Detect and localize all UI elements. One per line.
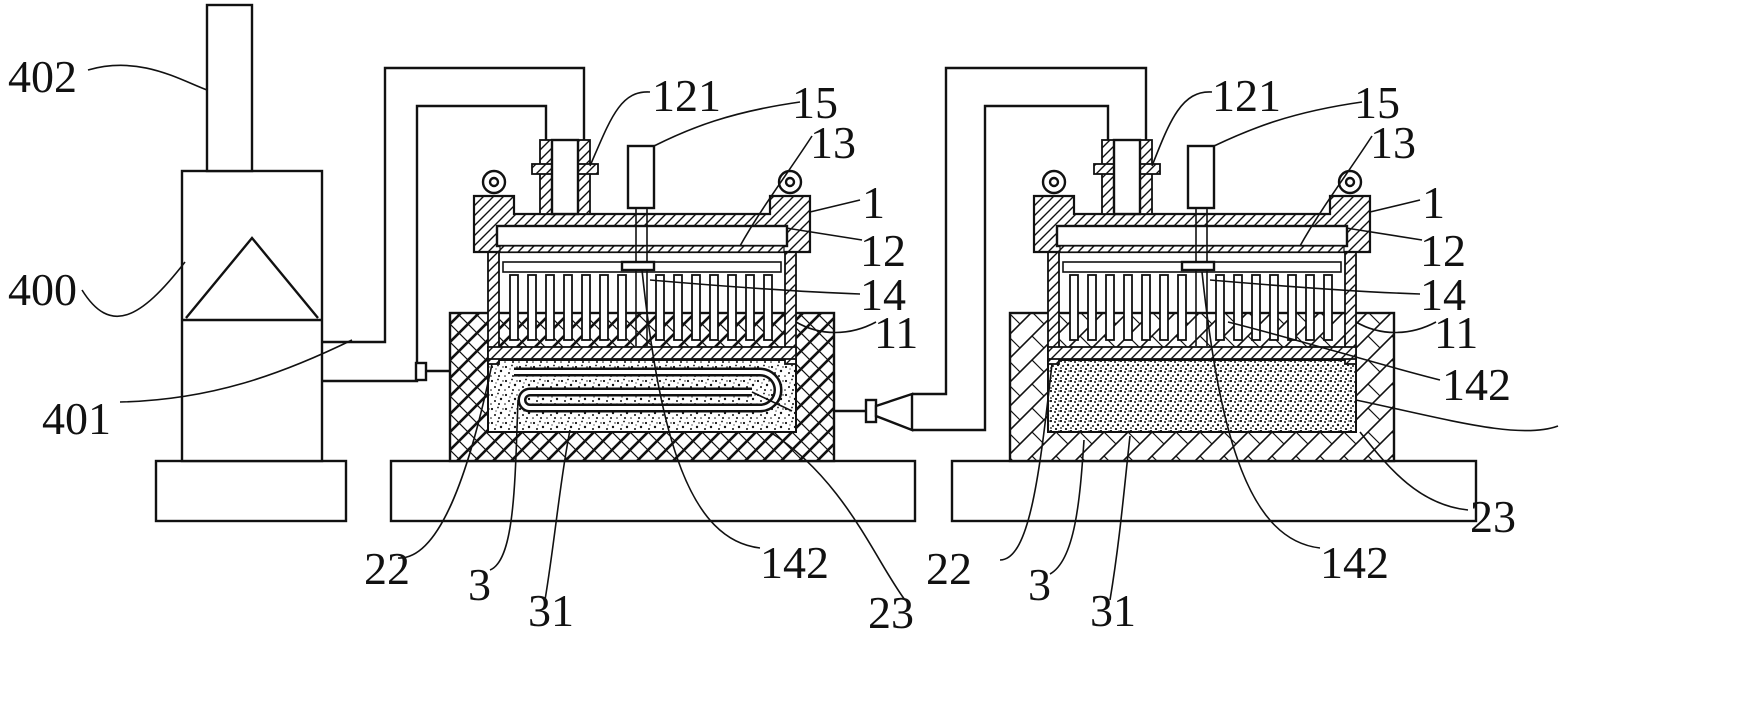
label-unit2-23: 23: [1470, 491, 1516, 542]
label-unit1-31: 31: [528, 585, 574, 636]
unit-1-inlet-collar: [531, 138, 599, 216]
label-unit2-13: 13: [1370, 117, 1416, 168]
pipe-inner-2: [912, 104, 1110, 432]
pipe-inner-1: [415, 104, 548, 368]
pipe-outer-1: [322, 66, 586, 344]
unit-2-tank-floor: [1047, 346, 1357, 360]
label-unit1-3: 3: [468, 559, 491, 610]
label-unit2-15: 15: [1354, 77, 1400, 128]
unit-2-mesh-plate: [1059, 245, 1345, 253]
connector-funnel: [874, 392, 914, 432]
label-unit2-3: 3: [1028, 559, 1051, 610]
label-unit1-23: 23: [868, 587, 914, 638]
tower-body: [180, 169, 324, 463]
label-unit1-12: 12: [860, 225, 906, 276]
unit-1-probe-15: [626, 144, 656, 210]
label-unit2-121: 121: [1212, 70, 1281, 121]
pipe-outer-2: [912, 66, 1148, 396]
unit-2-base: [950, 459, 1478, 523]
labels: 402 400 401 121 15 13 1 12 14 11 22 3 31…: [8, 51, 1516, 638]
label-unit1-121: 121: [652, 70, 721, 121]
label-unit1-13: 13: [810, 117, 856, 168]
tower-triangle: [185, 236, 319, 319]
unit-1-tank-floor: [487, 346, 797, 360]
label-unit2-12: 12: [1420, 225, 1466, 276]
label-unit1-1: 1: [862, 177, 885, 228]
label-unit2-142-right: 142: [1442, 359, 1511, 410]
label-unit2-142: 142: [1320, 537, 1389, 588]
label-unit1-22: 22: [364, 543, 410, 594]
exhaust-stack-402: [205, 3, 254, 173]
label-unit2-1: 1: [1422, 177, 1445, 228]
unit-1: [389, 138, 917, 523]
leader-lines: [81, 64, 1559, 601]
tower-400: [154, 3, 348, 523]
unit-2: [950, 138, 1478, 523]
label-401: 401: [42, 393, 111, 444]
unit-2-probe-15: [1186, 144, 1216, 210]
unit-1-mesh-plate: [499, 245, 785, 253]
label-unit1-15: 15: [792, 77, 838, 128]
label-unit2-14: 14: [1420, 269, 1466, 320]
label-unit2-11: 11: [1434, 307, 1478, 358]
label-unit1-14: 14: [860, 269, 906, 320]
unit-1-base: [389, 459, 917, 523]
pipes: [322, 66, 1148, 432]
label-unit2-31: 31: [1090, 585, 1136, 636]
label-unit1-11: 11: [874, 307, 918, 358]
unit-2-inlet-collar: [1093, 138, 1161, 216]
label-400: 400: [8, 264, 77, 315]
label-unit1-142: 142: [760, 537, 829, 588]
tower-base: [154, 459, 348, 523]
label-402: 402: [8, 51, 77, 102]
unit-2-cavity: [1047, 359, 1357, 433]
label-unit2-22: 22: [926, 543, 972, 594]
